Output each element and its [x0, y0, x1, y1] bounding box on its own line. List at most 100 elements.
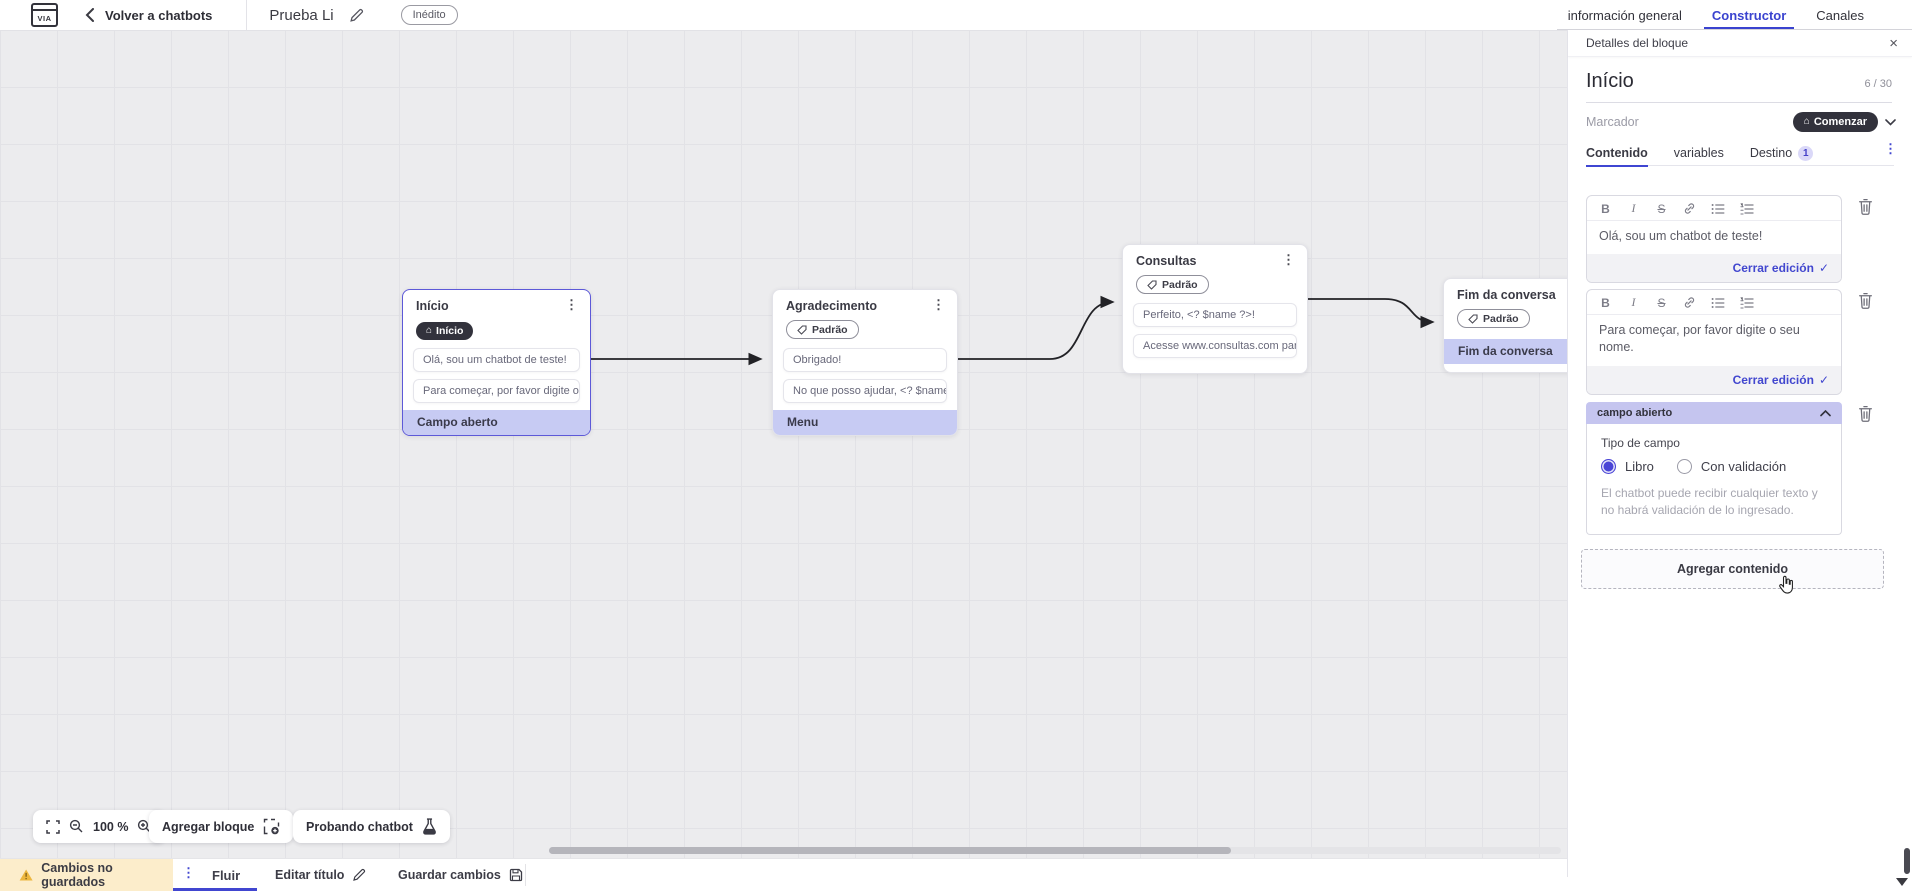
node-message[interactable]: Olá, sou um chatbot de teste!: [413, 348, 580, 372]
node-consultas[interactable]: Consultas ⋮ Padrão Perfeito, <? $name ?>…: [1122, 244, 1308, 374]
bold-icon[interactable]: B: [1601, 295, 1610, 310]
top-bar: VIA Volver a chatbots Prueba Li Inédito …: [0, 0, 1912, 30]
close-edit-link[interactable]: Cerrar edición✓: [1587, 365, 1841, 394]
zoom-in-icon[interactable]: [137, 819, 152, 834]
message-text-input[interactable]: Olá, sou um chatbot de teste!: [1599, 229, 1763, 243]
node-menu-icon[interactable]: ⋮: [932, 297, 945, 312]
active-flow-tab-underline: [173, 888, 257, 891]
node-action-menu[interactable]: Menu: [773, 409, 957, 435]
flow-menu-icon[interactable]: ⋮: [182, 865, 195, 880]
node-inicio[interactable]: Início ⋮ ⌂Início Olá, sou um chatbot de …: [402, 289, 591, 436]
tab-constructor[interactable]: Constructor: [1703, 0, 1795, 30]
tab-fluir[interactable]: Fluir: [212, 867, 241, 883]
unsaved-changes-warning: Cambios no guardados: [0, 859, 173, 891]
tag-icon: [1468, 313, 1478, 324]
tab-variables[interactable]: variables: [1673, 146, 1724, 160]
strikethrough-icon[interactable]: S: [1657, 295, 1666, 310]
padrao-badge: Padrão: [1136, 275, 1209, 294]
field-helper-text: El chatbot puede recibir cualquier texto…: [1601, 486, 1818, 518]
trash-icon[interactable]: [1858, 292, 1873, 309]
node-action-end[interactable]: Fim da conversa: [1444, 338, 1567, 364]
block-name-input[interactable]: Início: [1586, 70, 1634, 92]
numbered-list-icon[interactable]: [1740, 202, 1754, 215]
mouse-cursor: [1779, 575, 1793, 594]
add-block-button[interactable]: Agregar bloque: [149, 810, 294, 843]
chevron-down-icon[interactable]: [1885, 118, 1896, 126]
padrao-badge: Padrão: [786, 320, 859, 339]
link-icon[interactable]: [1683, 296, 1696, 309]
node-agradecimento[interactable]: Agradecimento ⋮ Padrão Obrigado! No que …: [772, 289, 958, 436]
content-editor[interactable]: B I S Para começar, por favor digite o s…: [1586, 289, 1842, 395]
back-to-chatbots-link[interactable]: Volver a chatbots: [105, 7, 213, 23]
tab-canales[interactable]: Canales: [1816, 7, 1864, 23]
panel-scrollbar-thumb[interactable]: [1904, 848, 1910, 874]
close-icon[interactable]: ×: [1889, 34, 1898, 52]
add-content-button[interactable]: Agregar contenido: [1581, 549, 1884, 589]
link-icon[interactable]: [1683, 202, 1696, 215]
strikethrough-icon[interactable]: S: [1657, 201, 1666, 216]
save-changes-button[interactable]: Guardar cambios: [398, 859, 523, 891]
add-block-icon: [264, 818, 280, 835]
padrao-badge: Padrão: [1457, 309, 1530, 328]
node-message[interactable]: No que posso ajudar, <? $name ...: [783, 378, 947, 403]
zoom-controls: 100 %: [33, 810, 166, 843]
radio-libro-label: Libro: [1625, 459, 1654, 474]
topbar-divider: [246, 0, 248, 30]
open-field-section: campo abierto Tipo de campo Libro Con va…: [1586, 402, 1842, 535]
scroll-down-arrow[interactable]: [1896, 878, 1908, 886]
tab-informacion-general[interactable]: información general: [1567, 7, 1682, 23]
tag-icon: [797, 324, 807, 335]
start-badge: ⌂Início: [416, 322, 474, 340]
panel-title: Detalles del bloque: [1586, 36, 1689, 50]
block-details-panel: Detalles del bloque × Início 6 / 30 Marc…: [1567, 30, 1912, 877]
node-message[interactable]: Perfeito, <? $name ?>!: [1133, 302, 1297, 327]
back-chevron-icon[interactable]: [85, 8, 95, 22]
tab-contenido[interactable]: Contenido: [1586, 140, 1648, 167]
edit-title-button[interactable]: Editar título: [275, 859, 366, 891]
node-message[interactable]: Acesse www.consultas.com par...: [1133, 333, 1297, 358]
zoom-level: 100 %: [93, 819, 129, 834]
radio-con-validacion-label: Con validación: [1700, 459, 1787, 474]
italic-icon[interactable]: I: [1631, 201, 1636, 215]
node-title: Fim da conversa: [1457, 288, 1556, 302]
trash-icon[interactable]: [1858, 405, 1873, 422]
italic-icon[interactable]: I: [1631, 295, 1636, 309]
close-edit-link[interactable]: Cerrar edición✓: [1587, 254, 1841, 283]
edit-title-pencil-icon[interactable]: [349, 8, 364, 23]
radio-libro[interactable]: [1601, 459, 1616, 474]
node-message[interactable]: Obrigado!: [783, 347, 947, 372]
horizontal-scrollbar[interactable]: [549, 847, 1561, 854]
content-editor[interactable]: B I S Olá, sou um chatbot de teste! Cerr…: [1586, 195, 1842, 284]
destino-count-badge: 1: [1798, 145, 1814, 161]
node-menu-icon[interactable]: ⋮: [1282, 252, 1295, 267]
node-fim-da-conversa[interactable]: Fim da conversa ⋮ Padrão Fim da conversa: [1443, 278, 1567, 373]
numbered-list-icon[interactable]: [1740, 296, 1754, 309]
bullet-list-icon[interactable]: [1711, 297, 1725, 309]
marker-value-pill[interactable]: ⌂Comenzar: [1792, 112, 1878, 132]
trash-icon[interactable]: [1858, 198, 1873, 215]
app-logo: VIA: [31, 3, 58, 27]
chevron-up-icon[interactable]: [1820, 409, 1831, 417]
message-text-input[interactable]: Para começar, por favor digite o seu nom…: [1599, 323, 1800, 355]
bullet-list-icon[interactable]: [1711, 203, 1725, 215]
fullscreen-icon[interactable]: [46, 819, 60, 834]
panel-menu-icon[interactable]: ⋮: [1884, 141, 1897, 156]
radio-con-validacion[interactable]: [1676, 459, 1692, 474]
test-chatbot-button[interactable]: Probando chatbot: [293, 810, 450, 843]
node-menu-icon[interactable]: ⋮: [565, 297, 578, 312]
warning-icon: [19, 869, 33, 881]
node-message[interactable]: Para começar, por favor digite o ...: [413, 379, 580, 403]
bold-icon[interactable]: B: [1601, 201, 1610, 216]
bottombar-divider: [525, 864, 526, 886]
status-badge: Inédito: [400, 5, 458, 25]
node-title: Consultas: [1136, 254, 1197, 268]
horizontal-scrollbar-thumb[interactable]: [549, 847, 1231, 854]
open-field-header[interactable]: campo abierto: [1586, 402, 1842, 424]
connector-lines: [591, 295, 1435, 366]
save-icon: [509, 868, 522, 882]
node-action-open-field[interactable]: Campo aberto: [403, 410, 590, 435]
flow-canvas[interactable]: Início ⋮ ⌂Início Olá, sou um chatbot de …: [0, 30, 1567, 858]
zoom-out-icon[interactable]: [69, 819, 84, 834]
